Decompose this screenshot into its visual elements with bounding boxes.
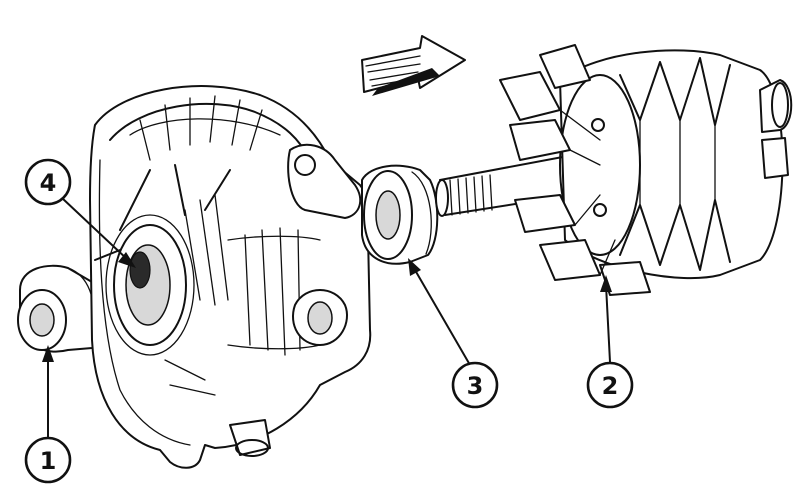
callout-3-label: 3 bbox=[467, 372, 484, 400]
leader-lines bbox=[42, 197, 612, 438]
callout-1: 1 bbox=[24, 436, 72, 484]
callout-4: 4 bbox=[24, 158, 72, 206]
callout-3: 3 bbox=[451, 361, 499, 409]
callout-2-label: 2 bbox=[602, 372, 619, 400]
callout-1-label: 1 bbox=[40, 447, 57, 475]
callout-4-label: 4 bbox=[40, 169, 57, 197]
direction-arrow-icon bbox=[361, 35, 466, 96]
alternator-end-housing bbox=[89, 85, 373, 469]
bearing-middle bbox=[361, 164, 439, 265]
rotor-assembly bbox=[435, 44, 793, 296]
callout-2: 2 bbox=[586, 361, 634, 409]
